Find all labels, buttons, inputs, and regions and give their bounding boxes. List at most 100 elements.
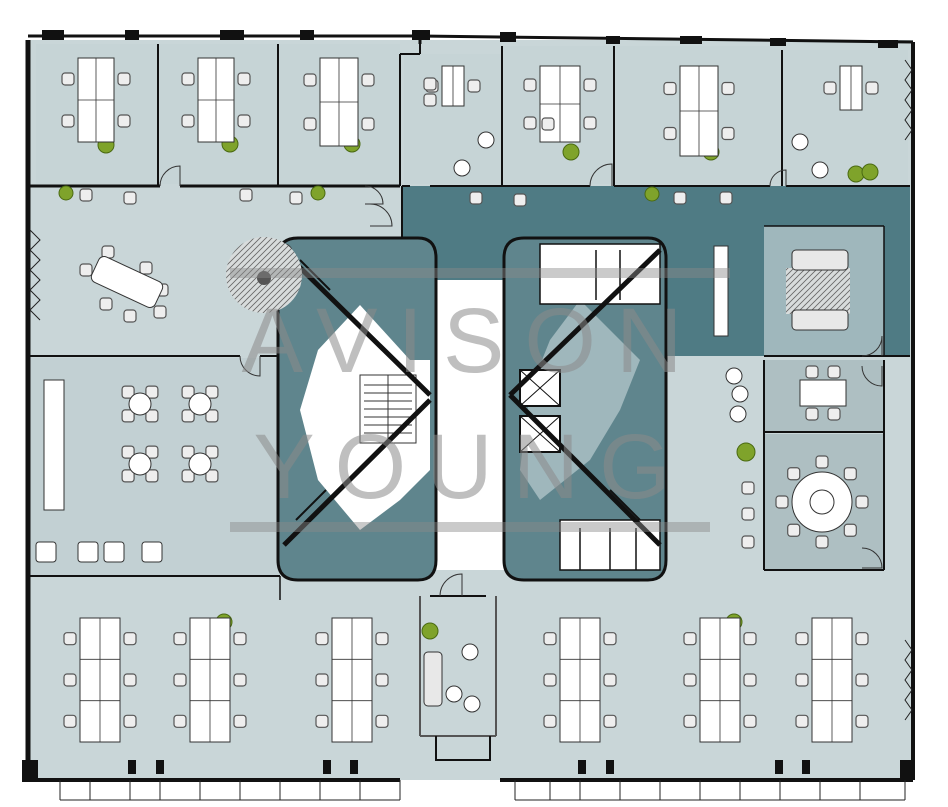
chair — [741, 507, 755, 521]
watermark: AVISON YOUNG — [230, 268, 730, 532]
chair — [123, 632, 137, 646]
plant-8 — [644, 186, 660, 202]
chair — [523, 78, 537, 92]
chair — [145, 409, 159, 423]
windows — [29, 59, 913, 801]
chair — [361, 117, 375, 131]
sofa-bottom — [791, 309, 849, 331]
chair — [719, 191, 733, 205]
chair — [721, 126, 735, 141]
lounge-chair — [477, 131, 495, 149]
chair — [315, 632, 329, 646]
meeting-table-east — [799, 379, 847, 407]
chair — [61, 114, 75, 128]
chair — [683, 673, 697, 687]
chair — [855, 495, 869, 509]
chair — [775, 495, 789, 509]
plant-4 — [562, 143, 580, 161]
chair — [173, 632, 187, 646]
chair — [121, 409, 135, 423]
chair — [815, 535, 829, 549]
chair — [855, 673, 869, 687]
watermark-line1: AVISON — [242, 290, 703, 392]
chair — [513, 193, 527, 207]
lounge-chair — [445, 685, 463, 703]
chair — [205, 385, 219, 399]
chair — [743, 673, 757, 687]
chair — [855, 714, 869, 728]
chair — [233, 714, 247, 728]
chair — [79, 263, 93, 277]
chair — [603, 714, 617, 728]
chair — [181, 445, 195, 459]
plant-13 — [421, 622, 439, 640]
chair — [523, 116, 537, 130]
chair — [543, 673, 557, 687]
special-furniture — [43, 237, 853, 707]
chair — [805, 365, 819, 379]
chair — [117, 72, 131, 86]
plant-9 — [847, 165, 865, 183]
watermark-line2: YOUNG — [253, 416, 690, 518]
chair — [603, 673, 617, 687]
chair — [375, 673, 389, 687]
chair — [173, 673, 187, 687]
chair — [117, 114, 131, 128]
chair — [303, 117, 317, 131]
round-table — [128, 392, 152, 416]
plant-10 — [861, 163, 879, 181]
furniture — [35, 57, 879, 743]
chair — [787, 467, 801, 481]
armchair — [103, 541, 125, 563]
chair — [541, 117, 555, 131]
chair — [583, 78, 597, 92]
chair — [99, 297, 113, 311]
chair — [123, 673, 137, 687]
sofa-lobby — [423, 651, 443, 707]
chair — [123, 309, 137, 323]
chair — [823, 81, 837, 95]
chair — [239, 188, 253, 202]
plant-11 — [736, 442, 756, 462]
chair — [145, 469, 159, 483]
chair — [423, 93, 437, 107]
chair — [683, 714, 697, 728]
chair — [855, 632, 869, 646]
chair — [315, 673, 329, 687]
chair — [721, 81, 735, 96]
chair — [787, 523, 801, 537]
chair — [173, 714, 187, 728]
chair — [795, 673, 809, 687]
chair — [303, 73, 317, 87]
chair — [469, 191, 483, 205]
chair — [153, 305, 167, 319]
chair — [663, 81, 677, 96]
wc-block-top — [539, 243, 661, 305]
armchair — [35, 541, 57, 563]
plant-6 — [58, 185, 74, 201]
chair — [423, 77, 437, 91]
chair — [583, 116, 597, 130]
chair — [865, 81, 879, 95]
chair — [145, 445, 159, 459]
chair — [795, 632, 809, 646]
chair — [233, 673, 247, 687]
chair — [361, 73, 375, 87]
sofa-top — [791, 249, 849, 271]
chair — [61, 72, 75, 86]
armchair — [77, 541, 99, 563]
watermark-bar-bottom — [230, 522, 710, 532]
chair — [79, 188, 93, 202]
chair — [237, 72, 251, 86]
armchair — [141, 541, 163, 563]
chair — [289, 191, 303, 205]
chair — [843, 467, 857, 481]
chair — [375, 714, 389, 728]
chair — [139, 261, 153, 275]
chair — [741, 535, 755, 549]
floor-areas — [28, 40, 913, 780]
chair — [63, 673, 77, 687]
chair — [315, 714, 329, 728]
chair — [543, 714, 557, 728]
